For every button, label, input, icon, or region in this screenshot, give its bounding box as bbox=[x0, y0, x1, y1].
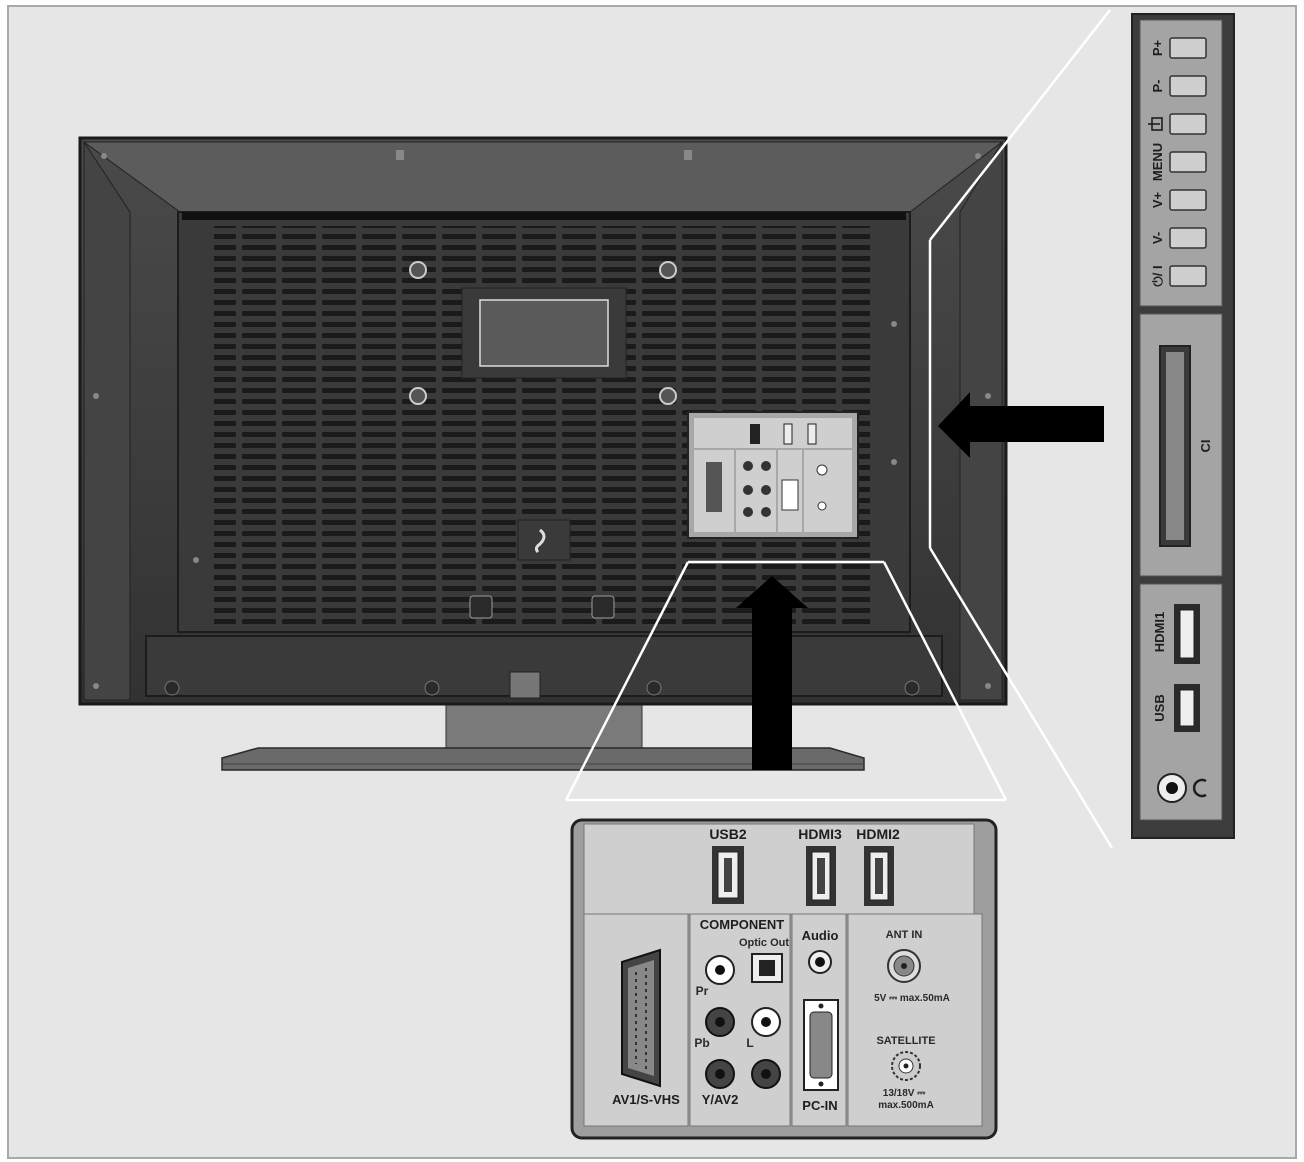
label-vol-minus: V- bbox=[1150, 232, 1165, 244]
label-ant-in: ANT IN bbox=[886, 929, 923, 941]
antenna-in-port[interactable] bbox=[887, 949, 921, 983]
vga-pc-in-port[interactable] bbox=[803, 999, 839, 1091]
hdmi2-port[interactable] bbox=[864, 846, 894, 906]
label-audio: Audio bbox=[802, 928, 839, 943]
tv-connection-panel-thumbnail bbox=[687, 411, 859, 539]
label-vol-plus: V+ bbox=[1150, 191, 1165, 208]
label-satellite: SATELLITE bbox=[876, 1035, 935, 1047]
callout-lines bbox=[564, 9, 1114, 849]
label-satellite-spec-1: 13/18V ⎓ bbox=[883, 1088, 925, 1099]
usb-port[interactable] bbox=[1174, 684, 1200, 732]
label-satellite-spec-2: max.500mA bbox=[878, 1100, 934, 1111]
tv-rear-view bbox=[78, 136, 1008, 771]
button-vol-minus[interactable] bbox=[1169, 227, 1207, 249]
hdmi3-port[interactable] bbox=[806, 846, 836, 906]
label-power: ⏻/ I bbox=[1150, 265, 1165, 286]
pc-audio-jack[interactable] bbox=[808, 950, 832, 974]
audio-l-jack[interactable] bbox=[751, 1007, 781, 1037]
button-p-minus[interactable] bbox=[1169, 75, 1207, 97]
mounting-screws bbox=[409, 261, 677, 405]
optical-out-port[interactable] bbox=[751, 953, 783, 983]
audio-r-jack[interactable] bbox=[751, 1059, 781, 1089]
arrow-right-panel bbox=[938, 392, 1104, 458]
bottom-connection-panel: USB2 HDMI3 HDMI2 AV1/S-VHS COMPONENT bbox=[570, 818, 998, 1140]
label-p-plus: P+ bbox=[1150, 39, 1165, 56]
label-pc-in: PC-IN bbox=[802, 1098, 837, 1113]
label-optic-out: Optic Out bbox=[739, 937, 789, 949]
component-pb-jack[interactable] bbox=[705, 1007, 735, 1037]
component-pr-jack[interactable] bbox=[705, 955, 735, 985]
label-ant-in-spec: 5V ⎓ max.50mA bbox=[874, 993, 950, 1004]
button-power[interactable] bbox=[1169, 265, 1207, 287]
label-usb: USB bbox=[1152, 694, 1167, 721]
scart-av1-port[interactable] bbox=[621, 948, 661, 1088]
label-pr: Pr bbox=[696, 984, 709, 998]
label-y-av2: Y/AV2 bbox=[702, 1092, 739, 1107]
headphone-icon bbox=[1192, 778, 1207, 798]
side-buttons bbox=[1169, 37, 1207, 287]
arrow-bottom-panel bbox=[736, 576, 808, 770]
label-pb: Pb bbox=[694, 1036, 709, 1050]
source-input-icon bbox=[1148, 117, 1163, 131]
button-vol-plus[interactable] bbox=[1169, 189, 1207, 211]
button-menu[interactable] bbox=[1169, 151, 1207, 173]
label-p-minus: P- bbox=[1150, 80, 1165, 93]
label-hdmi1: HDMI1 bbox=[1152, 612, 1167, 652]
label-l: L bbox=[746, 1036, 753, 1050]
component-y-av2-jack[interactable] bbox=[705, 1059, 735, 1089]
label-menu: MENU bbox=[1150, 143, 1165, 181]
headphone-jack[interactable] bbox=[1157, 773, 1187, 803]
button-source[interactable] bbox=[1169, 113, 1207, 135]
hdmi1-port[interactable] bbox=[1174, 604, 1200, 664]
side-control-panel: P+ P- MENU V+ V- ⏻/ I CI HDMI1 USB bbox=[1131, 13, 1235, 839]
label-av1-svhs: AV1/S-VHS bbox=[612, 1092, 680, 1107]
button-p-plus[interactable] bbox=[1169, 37, 1207, 59]
tv-stand bbox=[221, 701, 865, 771]
label-hdmi2: HDMI2 bbox=[856, 826, 900, 842]
satellite-port[interactable] bbox=[891, 1051, 921, 1081]
label-component: COMPONENT bbox=[700, 917, 785, 932]
label-hdmi3: HDMI3 bbox=[798, 826, 842, 842]
usb2-port[interactable] bbox=[712, 846, 744, 904]
label-ci: CI bbox=[1198, 440, 1213, 453]
label-usb2: USB2 bbox=[709, 826, 747, 842]
